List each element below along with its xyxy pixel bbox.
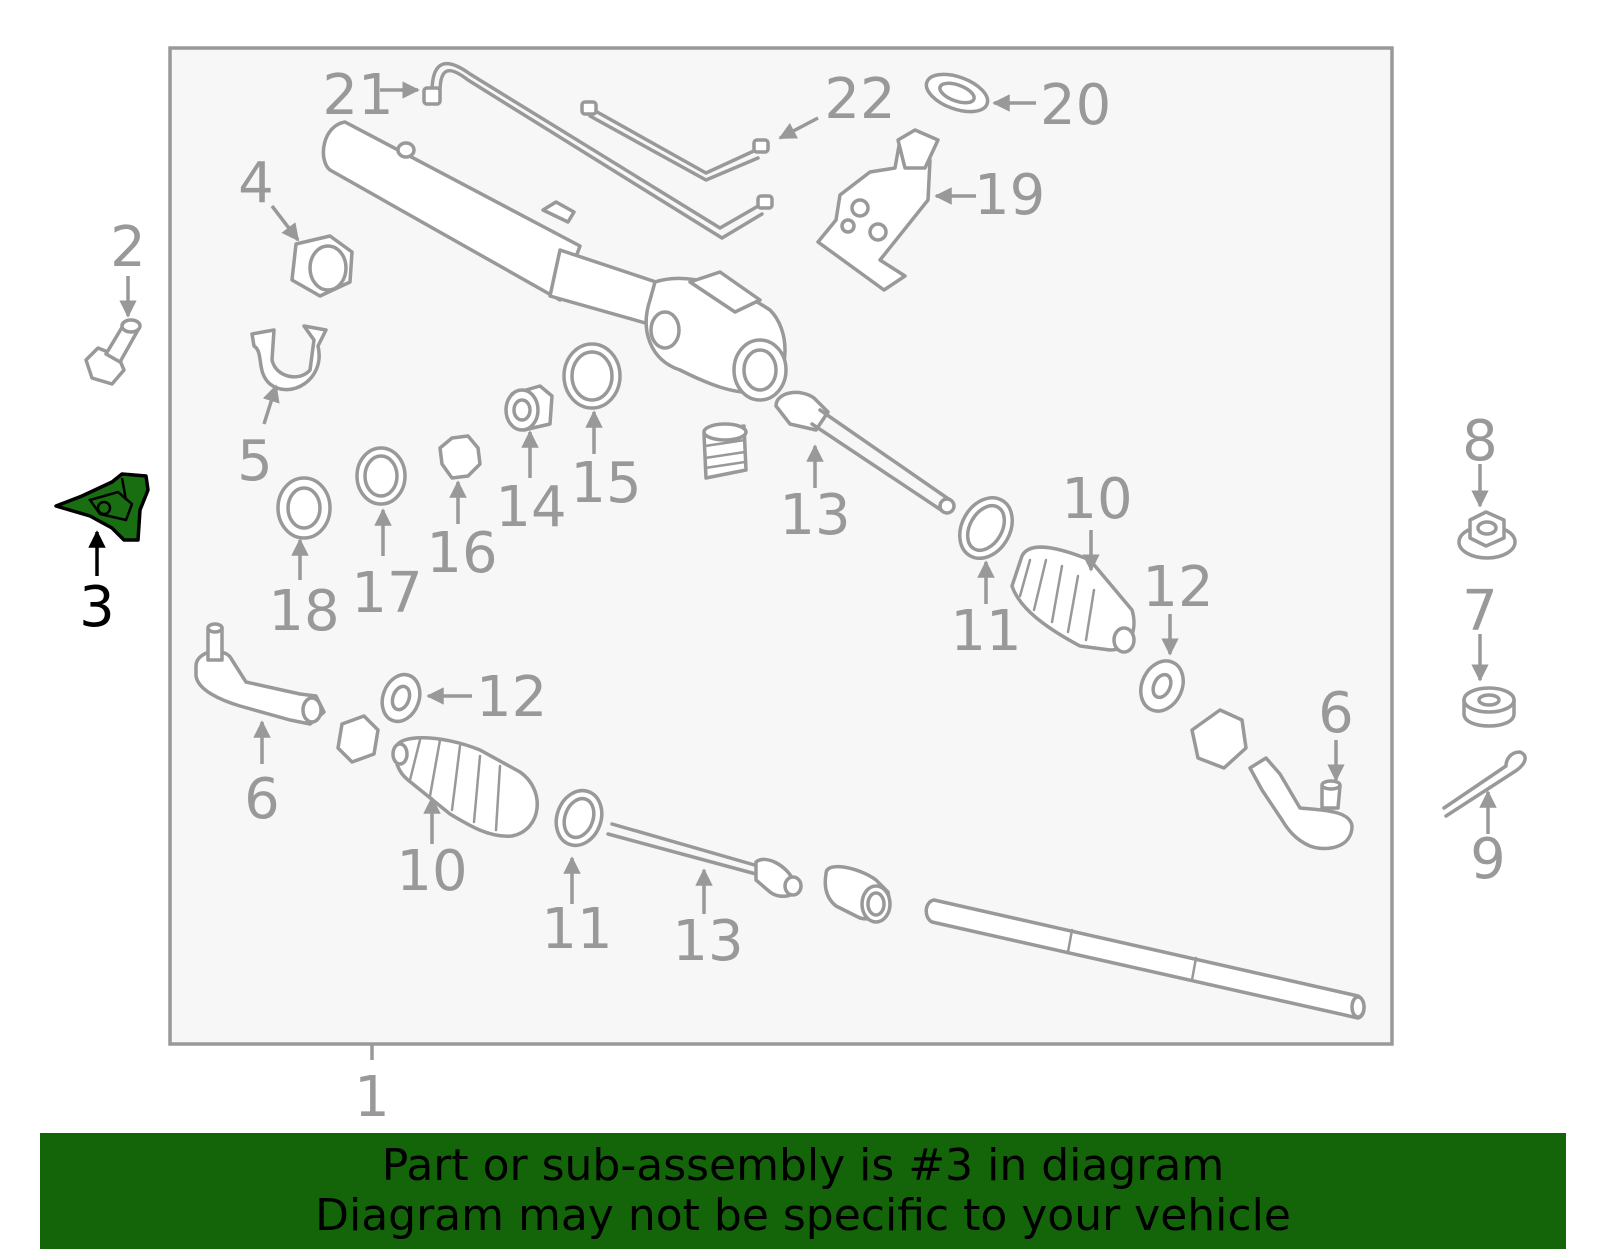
callout-16: 16 <box>426 521 497 586</box>
part-8-flange-nut[interactable] <box>1457 510 1517 560</box>
callout-6-left: 6 <box>244 767 280 832</box>
callout-11-lower: 11 <box>541 897 612 962</box>
callout-18: 18 <box>268 579 339 644</box>
callout-8: 8 <box>1462 409 1498 474</box>
callout-3: 3 <box>79 575 115 640</box>
callout-20: 20 <box>1040 73 1111 138</box>
callout-17: 17 <box>351 561 422 626</box>
leader-arrows <box>88 81 1497 914</box>
part-13-tie-rod-upper[interactable] <box>774 390 956 515</box>
rack-bar[interactable] <box>924 898 1366 1020</box>
callout-21: 21 <box>322 63 393 128</box>
part-10-boot-upper[interactable] <box>1010 545 1136 654</box>
part-17-seal[interactable] <box>355 446 407 506</box>
callout-14: 14 <box>495 475 566 540</box>
part-5-clamp[interactable] <box>250 324 328 392</box>
banner-line-1: Part or sub-assembly is #3 in diagram <box>381 1140 1225 1191</box>
part-11-ring-lower[interactable] <box>549 784 609 852</box>
bushing-lower[interactable] <box>823 864 892 924</box>
part-12-washer-upper[interactable] <box>1133 654 1191 718</box>
callout-10-upper: 10 <box>1061 467 1132 532</box>
hex-nut-left[interactable] <box>336 714 380 764</box>
callout-labels: 1 2 3 4 5 6 6 7 8 9 10 10 11 11 12 12 13… <box>79 63 1506 1130</box>
callout-22: 22 <box>824 67 895 132</box>
callout-4: 4 <box>238 151 274 216</box>
part-2-bolt[interactable] <box>84 318 142 386</box>
part-18-bushing[interactable] <box>276 476 332 540</box>
callout-5: 5 <box>237 429 273 494</box>
rack-housing[interactable] <box>321 120 788 402</box>
callout-12-upper: 12 <box>1142 555 1213 620</box>
callout-2: 2 <box>110 215 146 280</box>
part-11-ring-upper[interactable] <box>949 488 1023 567</box>
part-21-pipe[interactable] <box>422 61 774 240</box>
part-16-nut[interactable] <box>438 434 482 480</box>
spring-part[interactable] <box>702 422 748 480</box>
banner-line-2: Diagram may not be specific to your vehi… <box>315 1190 1291 1241</box>
callout-7: 7 <box>1462 579 1498 644</box>
callout-13-upper: 13 <box>779 483 850 548</box>
part-15-seal[interactable] <box>562 342 622 410</box>
part-20-washer[interactable] <box>921 67 992 119</box>
part-6-tie-rod-end-left[interactable] <box>194 622 326 726</box>
part-7-washer[interactable] <box>1462 686 1516 728</box>
part-14-bushing[interactable] <box>504 384 554 432</box>
hex-nut-right[interactable] <box>1190 708 1248 770</box>
part-22-pipe[interactable] <box>580 100 770 182</box>
callout-13-lower: 13 <box>672 909 743 974</box>
callout-1: 1 <box>354 1065 390 1130</box>
part-3-bracket[interactable] <box>54 472 150 542</box>
callout-15: 15 <box>570 451 641 516</box>
info-banner: Part or sub-assembly is #3 in diagram Di… <box>40 1133 1566 1249</box>
part-19-valve[interactable] <box>816 128 940 292</box>
part-4-bushing[interactable] <box>290 234 354 298</box>
part-12-washer-lower[interactable] <box>376 669 426 726</box>
part-6-tie-rod-end-right[interactable] <box>1248 756 1354 851</box>
callout-9: 9 <box>1470 827 1506 892</box>
part-9-cotter-pin[interactable] <box>1442 750 1527 818</box>
callout-6-right: 6 <box>1318 681 1354 746</box>
callout-10-lower: 10 <box>396 839 467 904</box>
callout-12-lower: 12 <box>476 665 547 730</box>
part-13-tie-rod-lower[interactable] <box>606 822 803 898</box>
callout-11-upper: 11 <box>950 599 1021 664</box>
part-10-boot-lower[interactable] <box>391 736 539 838</box>
callout-19: 19 <box>974 163 1045 228</box>
